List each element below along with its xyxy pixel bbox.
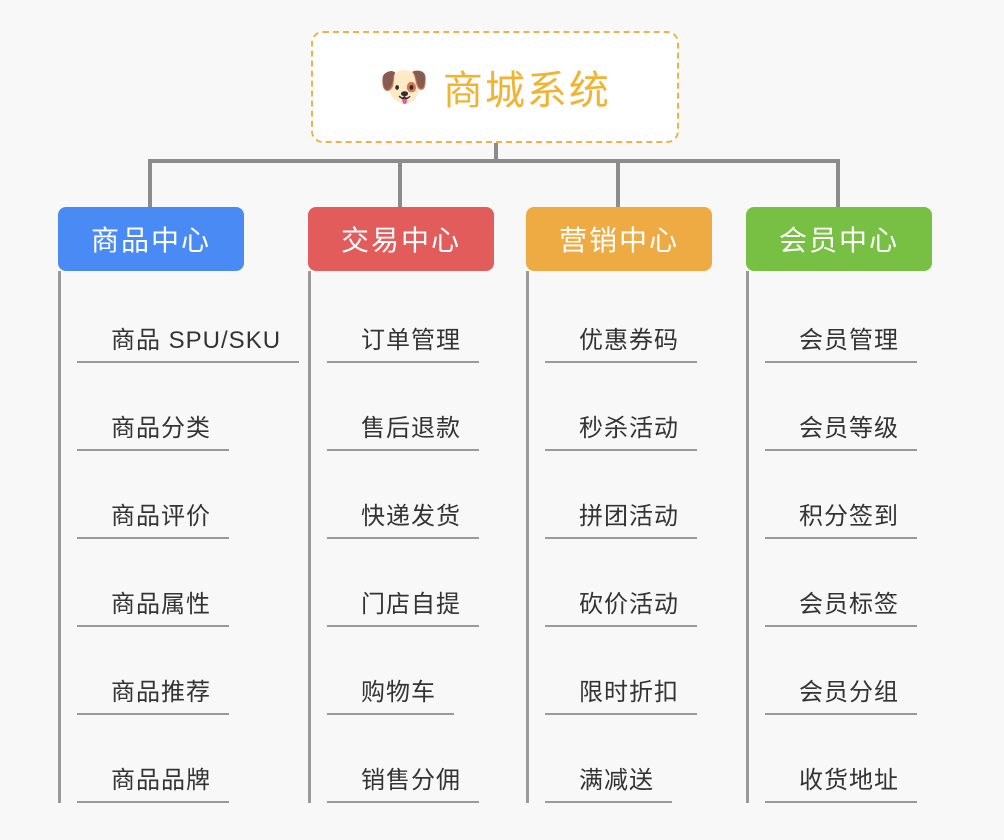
leaf-item-label: 拼团活动	[545, 496, 697, 539]
leaf-item-label: 商品品牌	[77, 760, 229, 803]
leaf-item-label: 商品评价	[77, 496, 229, 539]
leaf-item[interactable]: 订单管理	[327, 275, 494, 363]
category-column-3: 营销中心优惠券码秒杀活动拼团活动砍价活动限时折扣满减送	[526, 207, 712, 803]
leaf-item[interactable]: 会员标签	[765, 539, 932, 627]
leaf-item[interactable]: 会员管理	[765, 275, 932, 363]
category-column-1: 商品中心商品 SPU/SKU 商品分类商品评价商品属性商品推荐商品品牌	[58, 207, 300, 803]
root-node[interactable]: 🐶 商城系统	[311, 31, 679, 143]
leaf-list-4: 会员管理会员等级积分签到会员标签会员分组收货地址	[746, 271, 932, 803]
leaf-item-label: 售后退款	[327, 408, 479, 451]
leaf-item-label: 订单管理	[327, 320, 479, 363]
leaf-item[interactable]: 商品推荐	[77, 627, 244, 715]
leaf-item[interactable]: 拼团活动	[545, 451, 712, 539]
leaf-item-label: 满减送	[545, 760, 672, 803]
connector-root-stem	[494, 143, 498, 163]
leaf-item[interactable]: 购物车	[327, 627, 494, 715]
category-header-1[interactable]: 商品中心	[58, 207, 244, 271]
leaf-item-label: 会员分组	[765, 672, 917, 715]
shiba-dog-face-icon: 🐶	[379, 65, 429, 109]
leaf-item[interactable]: 砍价活动	[545, 539, 712, 627]
leaf-item-label: 购物车	[327, 672, 454, 715]
leaf-list-2: 订单管理售后退款快递发货门店自提购物车销售分佣	[308, 271, 494, 803]
leaf-item[interactable]: 商品评价	[77, 451, 244, 539]
leaf-item-label: 秒杀活动	[545, 408, 697, 451]
leaf-item-label: 收货地址	[765, 760, 917, 803]
leaf-item[interactable]: 会员等级	[765, 363, 932, 451]
leaf-item[interactable]: 优惠券码	[545, 275, 712, 363]
category-header-4[interactable]: 会员中心	[746, 207, 932, 271]
leaf-item-label: 商品分类	[77, 408, 229, 451]
leaf-item-label: 销售分佣	[327, 760, 479, 803]
category-column-2: 交易中心订单管理售后退款快递发货门店自提购物车销售分佣	[308, 207, 494, 803]
connector-drop-4	[836, 159, 840, 207]
leaf-item[interactable]: 商品品牌	[77, 715, 244, 803]
category-column-4: 会员中心会员管理会员等级积分签到会员标签会员分组收货地址	[746, 207, 932, 803]
leaf-item[interactable]: 积分签到	[765, 451, 932, 539]
root-title: 商城系统	[442, 69, 611, 113]
leaf-item-label: 会员管理	[765, 320, 917, 363]
category-header-3[interactable]: 营销中心	[526, 207, 712, 271]
leaf-item[interactable]: 商品属性	[77, 539, 244, 627]
leaf-item[interactable]: 销售分佣	[327, 715, 494, 803]
connector-drop-3	[616, 159, 620, 207]
leaf-item-label: 商品 SPU/SKU	[77, 320, 300, 363]
leaf-item-label: 限时折扣	[545, 672, 697, 715]
leaf-item-label: 商品属性	[77, 584, 229, 627]
connector-drop-1	[148, 159, 152, 207]
leaf-item[interactable]: 快递发货	[327, 451, 494, 539]
connector-horizontal-bus	[148, 159, 840, 163]
leaf-item[interactable]: 限时折扣	[545, 627, 712, 715]
leaf-item[interactable]: 商品 SPU/SKU	[77, 275, 300, 363]
leaf-list-3: 优惠券码秒杀活动拼团活动砍价活动限时折扣满减送	[526, 271, 712, 803]
connector-drop-2	[398, 159, 402, 207]
leaf-item-label: 优惠券码	[545, 320, 697, 363]
leaf-item[interactable]: 收货地址	[765, 715, 932, 803]
leaf-item-label: 会员等级	[765, 408, 917, 451]
leaf-item-label: 门店自提	[327, 584, 479, 627]
leaf-item[interactable]: 秒杀活动	[545, 363, 712, 451]
leaf-item-label: 砍价活动	[545, 584, 697, 627]
leaf-item[interactable]: 门店自提	[327, 539, 494, 627]
leaf-item-label: 积分签到	[765, 496, 917, 539]
leaf-list-1: 商品 SPU/SKU 商品分类商品评价商品属性商品推荐商品品牌	[58, 271, 300, 803]
leaf-item-label: 商品推荐	[77, 672, 229, 715]
leaf-item[interactable]: 满减送	[545, 715, 712, 803]
leaf-item-label: 会员标签	[765, 584, 917, 627]
leaf-item-label: 快递发货	[327, 496, 479, 539]
leaf-item[interactable]: 售后退款	[327, 363, 494, 451]
category-header-2[interactable]: 交易中心	[308, 207, 494, 271]
leaf-item[interactable]: 会员分组	[765, 627, 932, 715]
leaf-item[interactable]: 商品分类	[77, 363, 244, 451]
